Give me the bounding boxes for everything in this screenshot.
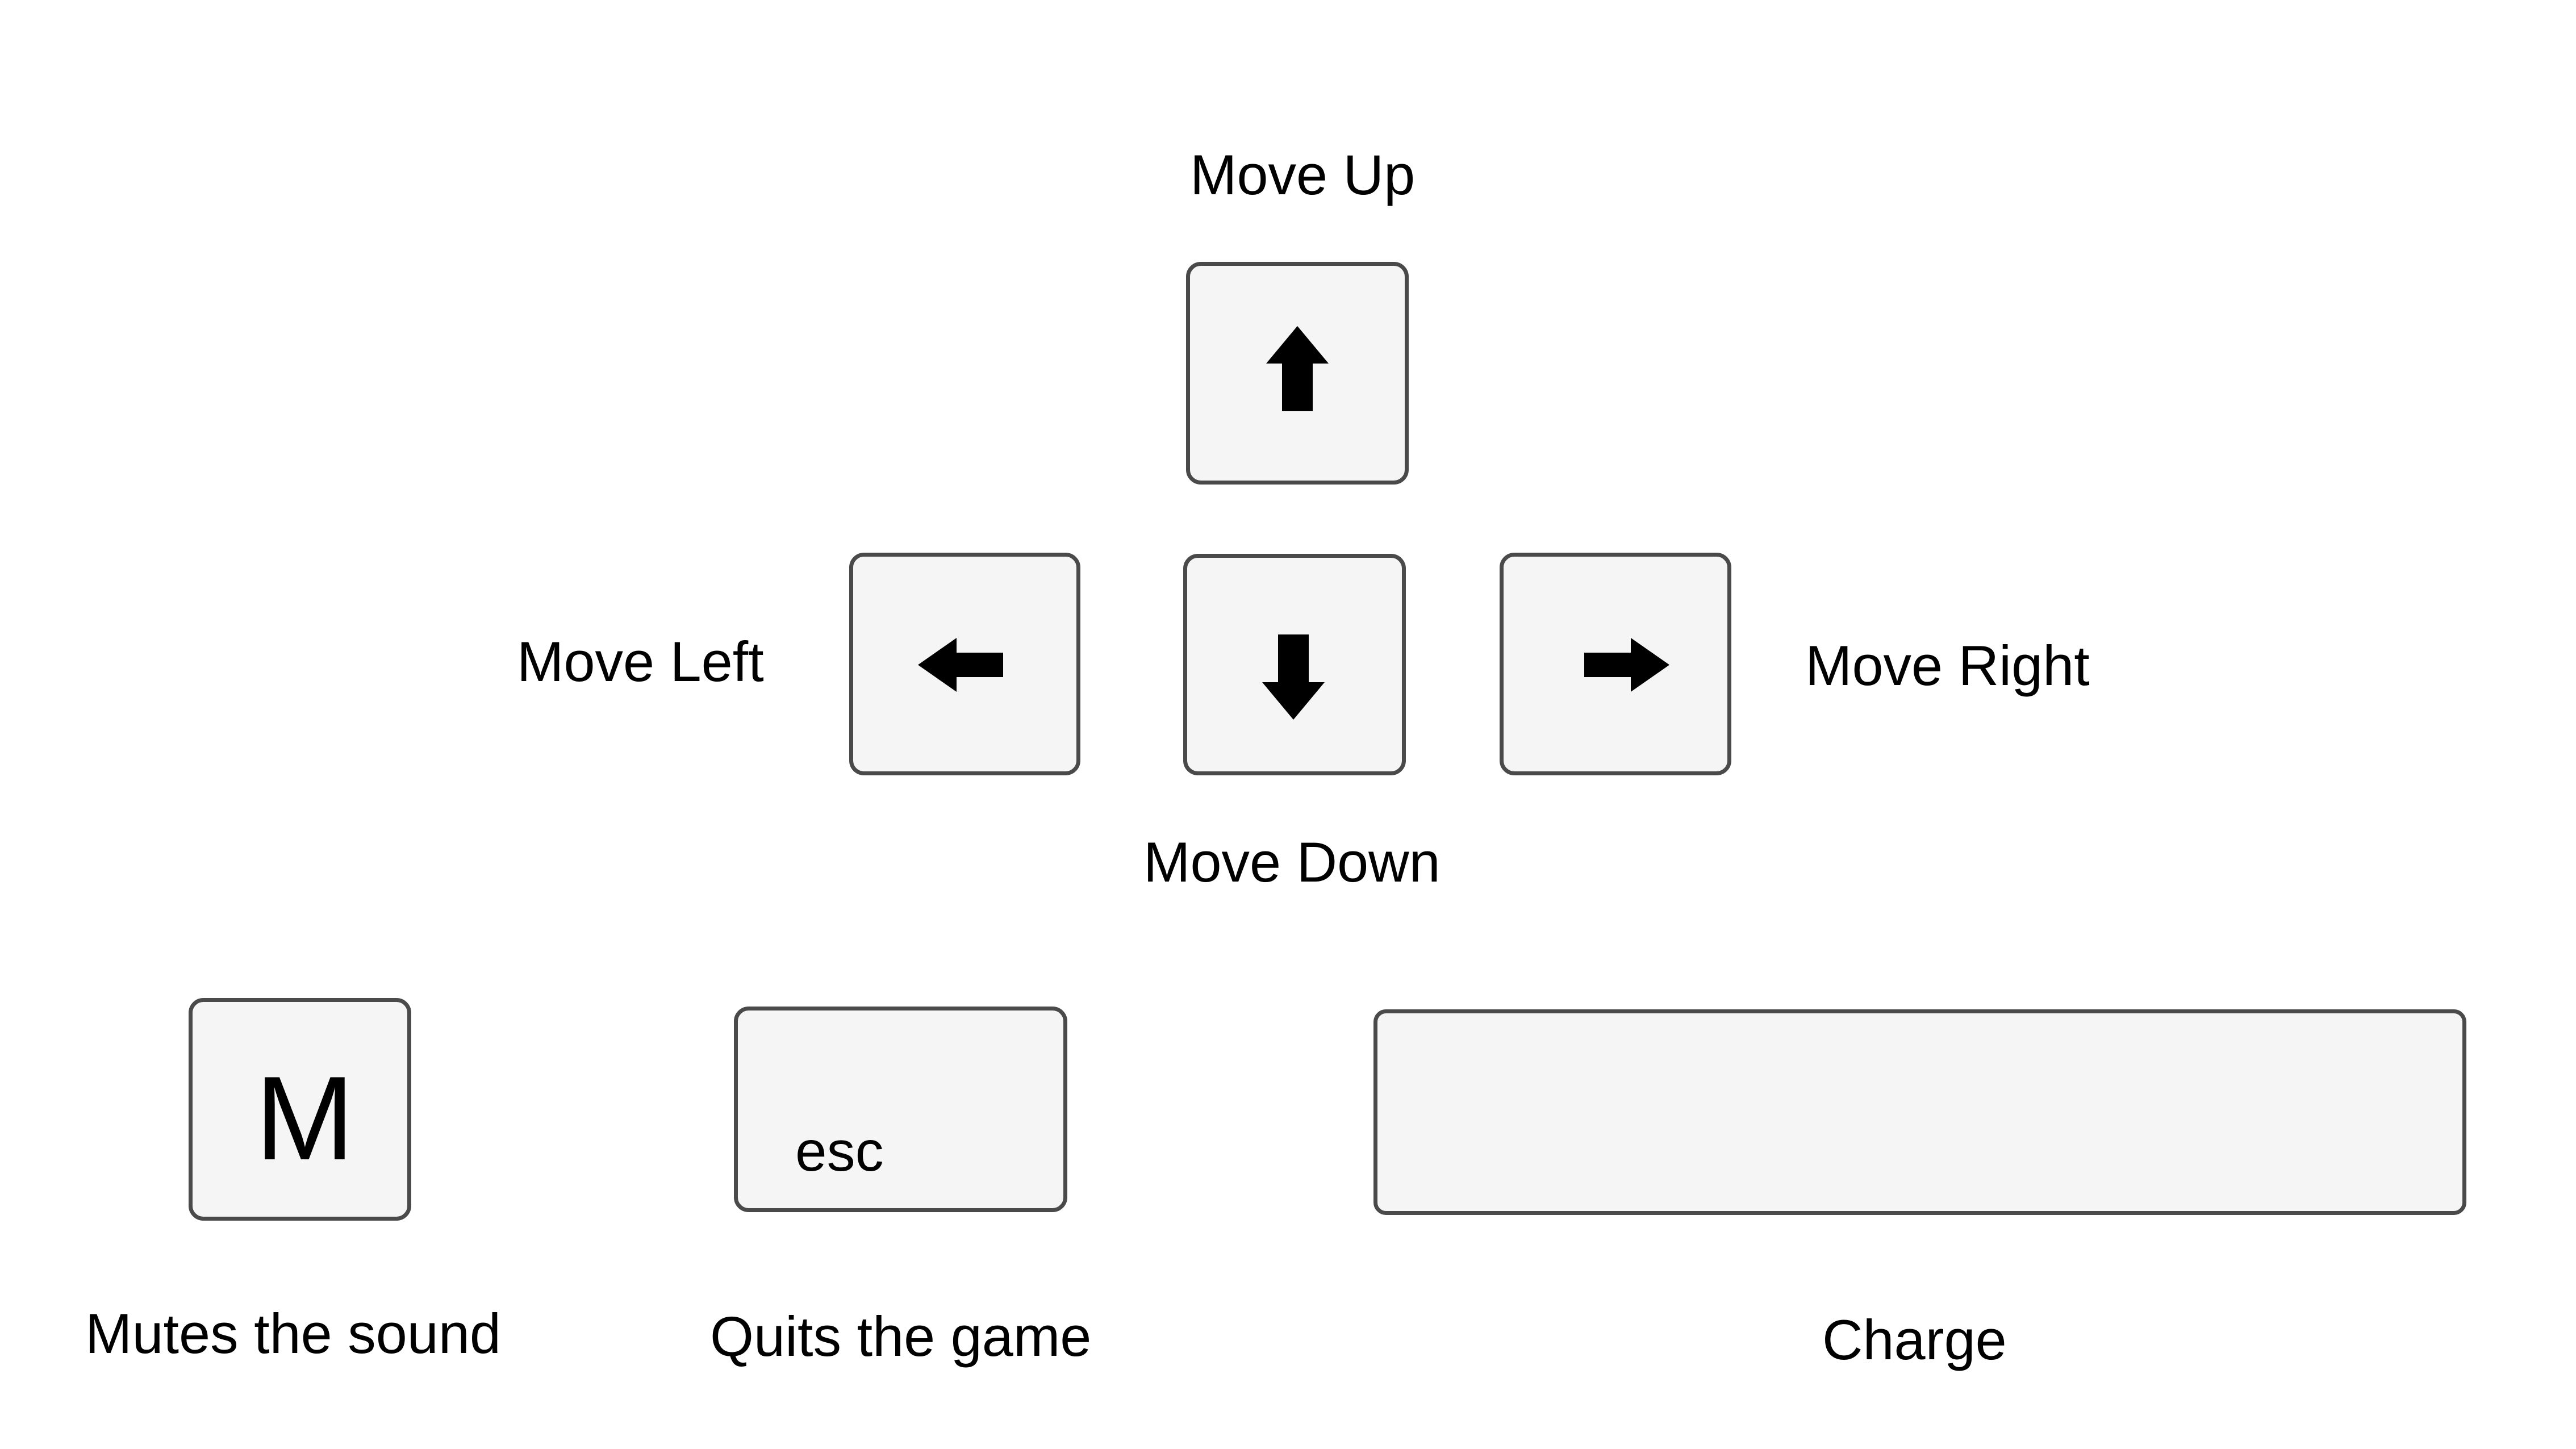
m-key-label: M bbox=[255, 1051, 354, 1185]
arrow-right-icon bbox=[1584, 638, 1669, 692]
mute-label: Mutes the sound bbox=[85, 1302, 501, 1365]
esc-key-label: esc bbox=[795, 1120, 884, 1183]
arrow-up-icon bbox=[1266, 326, 1329, 411]
left-arrow-key bbox=[849, 553, 1080, 775]
spacebar-key bbox=[1373, 1009, 2466, 1215]
move-down-label: Move Down bbox=[1143, 830, 1441, 893]
move-up-label: Move Up bbox=[1190, 143, 1416, 206]
quit-label: Quits the game bbox=[710, 1305, 1092, 1368]
arrow-left-icon bbox=[918, 638, 1003, 692]
right-arrow-key bbox=[1500, 553, 1731, 775]
up-arrow-key bbox=[1186, 262, 1409, 485]
move-right-label: Move Right bbox=[1805, 634, 2090, 697]
charge-label: Charge bbox=[1822, 1308, 2007, 1371]
esc-key: esc bbox=[734, 1007, 1067, 1212]
m-key: M bbox=[189, 998, 411, 1221]
down-arrow-key bbox=[1183, 554, 1406, 775]
arrow-down-icon bbox=[1262, 634, 1325, 720]
move-left-label: Move Left bbox=[517, 630, 764, 693]
